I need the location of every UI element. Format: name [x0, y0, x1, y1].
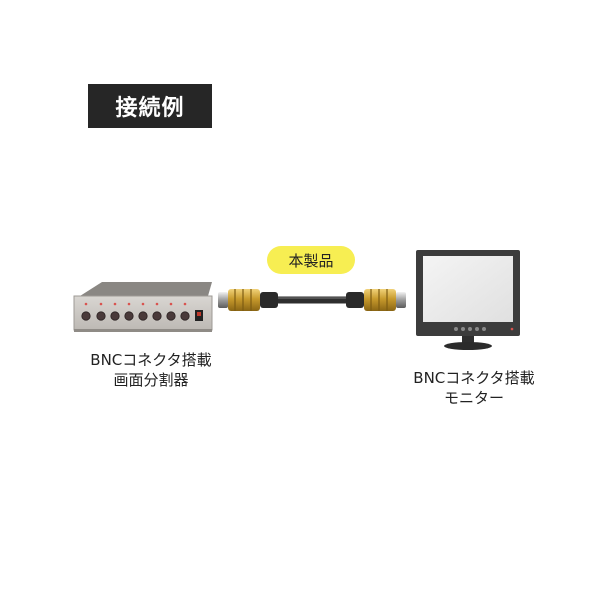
splitter-leds: [84, 302, 187, 306]
splitter-label-line1: BNCコネクタ搭載: [90, 351, 212, 369]
monitor-power-led: [510, 327, 514, 331]
power-switch-indicator: [197, 312, 201, 316]
monitor-label-line2: モニター: [443, 389, 504, 407]
splitter-base: [74, 329, 212, 332]
monitor-label: BNCコネクタ搭載 モニター: [394, 368, 554, 408]
monitor-stand-base: [444, 342, 492, 350]
bnc-cable: [218, 289, 406, 311]
splitter-label-line2: 画面分割器: [113, 371, 189, 389]
splitter-top-face: [80, 282, 212, 296]
product-tag: 本製品: [267, 246, 355, 274]
monitor-neck: [462, 336, 474, 344]
section-heading: 接続例: [88, 84, 212, 128]
splitter-label: BNCコネクタ搭載 画面分割器: [66, 350, 236, 390]
screen-splitter-device: [73, 282, 213, 332]
monitor-buttons: [454, 327, 486, 331]
monitor-screen: [423, 256, 513, 322]
monitor-label-line1: BNCコネクタ搭載: [413, 369, 535, 387]
right-bnc-connector: [346, 289, 406, 311]
splitter-buttons: [81, 311, 190, 321]
left-bnc-connector: [218, 289, 278, 311]
monitor-device: [416, 250, 520, 350]
